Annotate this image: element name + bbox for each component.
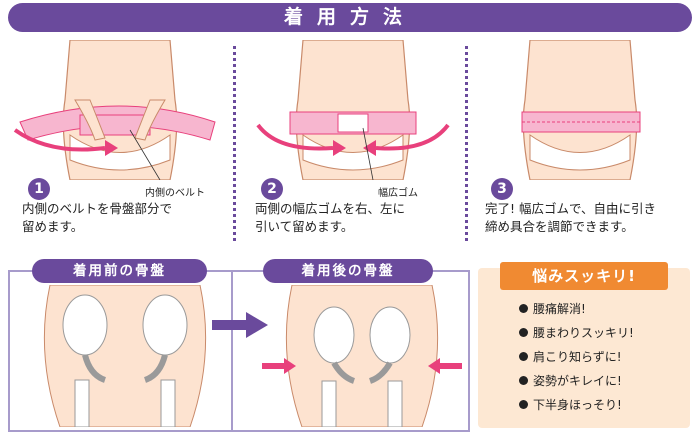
benefits-list: 腰痛解消! 腰まわりスッキリ! 肩こり知らずに! 姿勢がキレイに! 下半身ほっそ… — [519, 297, 634, 417]
callout-inner-belt: 内側のベルト — [145, 188, 205, 199]
list-item: 下半身ほっそり! — [519, 393, 634, 417]
bullet-icon — [519, 376, 528, 385]
step-number: 3 — [491, 178, 513, 200]
step-text: 内側のベルトを骨盤部分で 留めます。 — [22, 201, 173, 234]
benefits-box — [478, 268, 690, 428]
list-item: 腰まわりスッキリ! — [519, 321, 634, 345]
divider — [465, 46, 468, 241]
list-item: 姿勢がキレイに! — [519, 369, 634, 393]
list-item: 腰痛解消! — [519, 297, 634, 321]
step1-illustration — [13, 40, 216, 180]
step-text: 完了! 幅広ゴムで、自由に引き 締め具合を調節できます。 — [485, 201, 656, 234]
divider — [233, 46, 236, 241]
step-text: 両側の幅広ゴムを右、左に 引いて留めます。 — [255, 201, 406, 234]
pelvis-after-illustration — [262, 285, 462, 427]
bullet-icon — [519, 304, 528, 313]
list-item: 肩こり知らずに! — [519, 345, 634, 369]
bullet-icon — [519, 352, 528, 361]
step2-illustration — [256, 40, 450, 180]
benefits-title: 悩みスッキリ! — [500, 262, 668, 290]
after-panel-title: 着用後の骨盤 — [263, 259, 433, 283]
page-title: 着用方法 — [283, 6, 416, 28]
bullet-icon — [519, 400, 528, 409]
callout-wide-elastic: 幅広ゴム — [378, 188, 418, 199]
before-panel-title: 着用前の骨盤 — [32, 259, 207, 283]
step-number: 2 — [261, 178, 283, 200]
step3-illustration — [521, 40, 641, 180]
bullet-icon — [519, 328, 528, 337]
page-title-banner: 着用方法 — [8, 3, 692, 32]
arrow-right-icon — [212, 312, 268, 338]
step-number: 1 — [28, 178, 50, 200]
pelvis-before-illustration — [43, 285, 207, 427]
